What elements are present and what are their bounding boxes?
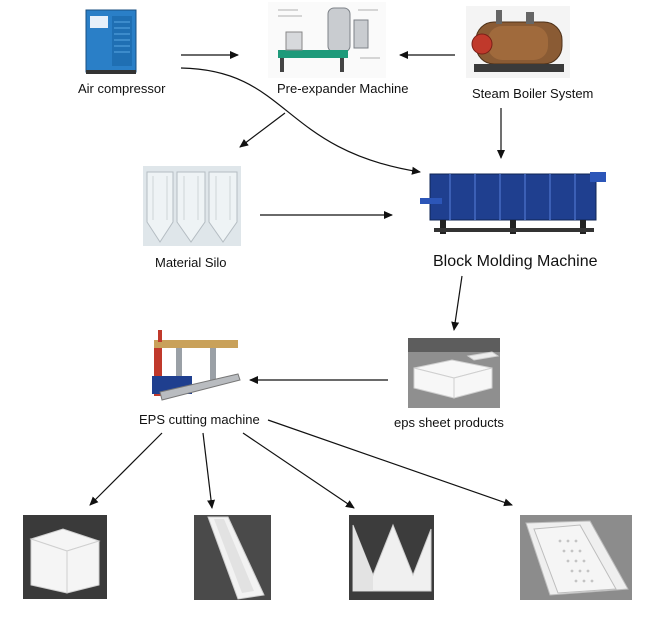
arrow-cutting-to-block [89,432,163,506]
product-vgroove-image [349,515,434,600]
eps-cutting-label: EPS cutting machine [139,412,260,427]
material-silo-label: Material Silo [155,255,227,270]
arrow-cutting-to-panel [267,419,513,507]
pre-expander-label: Pre-expander Machine [277,81,409,96]
product-foam-block-image [23,515,107,599]
product-cornice-image [194,515,271,600]
pre-expander-image [268,2,386,78]
air-compressor-image [85,9,137,74]
eps-sheet-label: eps sheet products [394,415,504,430]
product-perforated-panel-image [520,515,632,600]
block-molding-image [420,172,606,234]
arrow-compressor-to-molding [180,67,421,175]
arrow-preexpander-to-silo [239,112,286,148]
arrow-cutting-to-vgroove [242,432,355,509]
block-molding-label: Block Molding Machine [433,253,598,270]
steam-boiler-label: Steam Boiler System [472,86,594,101]
arrow-molding-to-sheets [451,275,463,331]
air-compressor-label: Air compressor [78,81,166,96]
material-silo-image [143,166,241,246]
arrow-cutting-to-cornice [202,432,216,509]
eps-sheet-image [408,338,500,408]
steam-boiler-image [466,6,570,78]
eps-cutting-image [152,330,241,401]
